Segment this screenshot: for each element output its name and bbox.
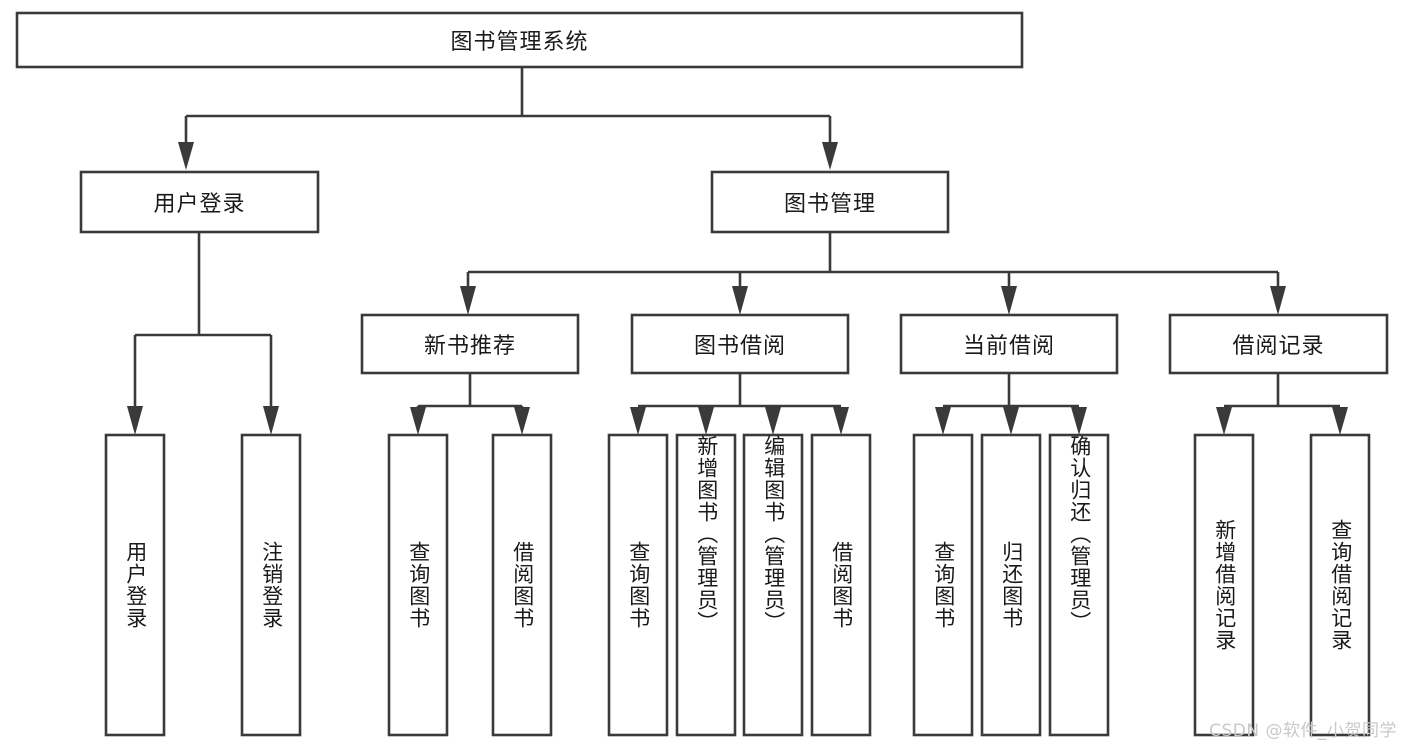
arrowhead-book-borrow-leaf-4 (833, 407, 849, 435)
node-borrow-record-box[interactable] (1168, 313, 1389, 375)
leaf-box-book-borrow-2[interactable] (675, 433, 737, 737)
leaf-box-user-login-2[interactable] (240, 433, 302, 737)
arrowhead-book-borrow-leaf-1 (630, 407, 646, 435)
node-user-login-box[interactable] (79, 170, 320, 234)
leaf-box-current-borrow-2[interactable] (980, 433, 1042, 737)
leaf-box-book-borrow-1[interactable] (607, 433, 669, 737)
arrowhead-level3-2 (732, 286, 748, 315)
arrowhead-borrow-record-leaf-2 (1332, 407, 1348, 435)
leaf-box-borrow-record-1[interactable] (1193, 433, 1255, 737)
arrowhead-level3-1 (460, 286, 476, 315)
arrowhead-level3-3 (1001, 286, 1017, 315)
node-book-borrow-box[interactable] (630, 313, 850, 375)
leaf-box-new-book-1[interactable] (387, 433, 449, 737)
node-root-box[interactable] (15, 11, 1024, 69)
arrowhead-book-borrow-leaf-2 (698, 407, 714, 435)
arrowhead-new-book-leaf-2 (514, 407, 530, 435)
node-current-borrow-box[interactable] (899, 313, 1119, 375)
leaf-box-new-book-2[interactable] (491, 433, 553, 737)
leaf-box-current-borrow-1[interactable] (912, 433, 974, 737)
leaf-box-book-borrow-3[interactable] (742, 433, 804, 737)
leaf-box-user-login-1[interactable] (104, 433, 166, 737)
arrowhead-borrow-record-leaf-1 (1216, 407, 1232, 435)
leaf-box-current-borrow-3[interactable] (1048, 433, 1110, 737)
arrowhead-current-borrow-leaf-3 (1071, 407, 1087, 435)
arrowhead-new-book-leaf-1 (410, 407, 426, 435)
arrowhead-user-login (178, 142, 194, 170)
leaf-box-book-borrow-4[interactable] (810, 433, 872, 737)
arrowhead-user-login-leaf-1 (127, 406, 143, 435)
arrowhead-current-borrow-leaf-1 (935, 407, 951, 435)
arrowhead-book-borrow-leaf-3 (765, 407, 781, 435)
node-new-book-recommend-box[interactable] (360, 313, 580, 375)
arrowhead-current-borrow-leaf-2 (1003, 407, 1019, 435)
leaf-box-borrow-record-2[interactable] (1309, 433, 1371, 737)
node-book-mgmt-box[interactable] (710, 170, 950, 234)
arrowhead-user-login-leaf-2 (263, 406, 279, 435)
arrowhead-level3-4 (1270, 286, 1286, 315)
csdn-watermark: CSDN @软件_小贺同学 (1209, 721, 1397, 741)
arrowhead-book-mgmt (822, 142, 838, 170)
